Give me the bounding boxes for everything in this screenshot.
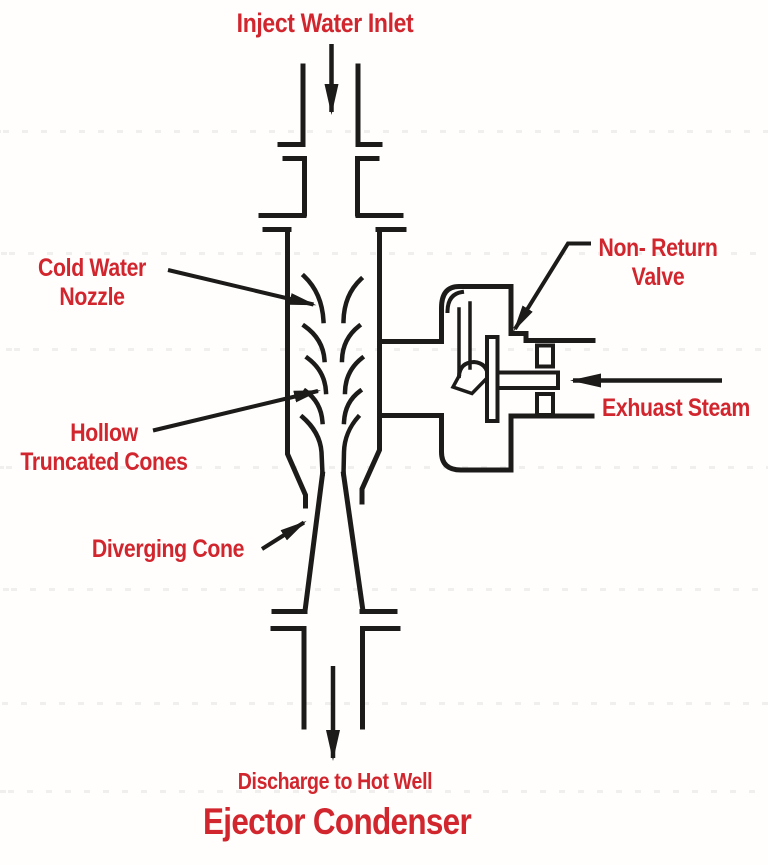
scan-noise-band bbox=[0, 252, 768, 255]
valve-body-lower-outline bbox=[377, 413, 595, 473]
cold-water-nozzle-leader-arrow bbox=[167, 268, 317, 307]
inlet-pipe bbox=[277, 63, 383, 217]
discharge-flange-lower-left bbox=[270, 626, 307, 730]
label-line: Cold Water bbox=[38, 254, 146, 282]
discharge-flange-lower-right bbox=[360, 626, 401, 730]
valve-inner-corner-arc bbox=[445, 289, 465, 314]
label-line: Hollow bbox=[70, 419, 138, 447]
diverging-cone-right bbox=[340, 471, 366, 614]
cone-curve bbox=[341, 413, 362, 477]
cone-curve bbox=[299, 413, 325, 477]
non-return-valve-leader-arrow bbox=[513, 241, 591, 332]
cone-curve bbox=[339, 322, 363, 363]
label-line: Valve bbox=[631, 263, 685, 291]
non-return-valve-body bbox=[377, 284, 596, 473]
valve-spindle bbox=[495, 370, 560, 390]
valve-flange-bolt-upper bbox=[535, 343, 555, 369]
label-non-return-valve: Non- Return Valve bbox=[598, 234, 717, 292]
cone-curve bbox=[341, 275, 365, 324]
label-line: Nozzle bbox=[59, 283, 125, 311]
label-line: Non- Return bbox=[598, 234, 718, 262]
scan-noise-band bbox=[0, 130, 768, 133]
hollow-truncated-cones-curves bbox=[299, 272, 366, 477]
label-exhaust-steam: Exhuast Steam bbox=[602, 394, 750, 422]
scan-noise-band bbox=[0, 466, 768, 469]
diverging-cone-leader-arrow bbox=[260, 520, 307, 551]
body-left-wall bbox=[285, 227, 308, 509]
diverging-cone-left bbox=[302, 471, 326, 614]
label-line: Truncated Cones bbox=[20, 448, 188, 476]
body-top-flange bbox=[258, 213, 407, 232]
label-inject-water-inlet: Inject Water Inlet bbox=[236, 8, 414, 38]
diagram-title: Ejector Condenser bbox=[202, 801, 472, 842]
diverging-cone-outline bbox=[302, 471, 366, 614]
body-right-wall bbox=[359, 227, 382, 505]
valve-body-upper-outline bbox=[377, 284, 596, 344]
hollow-truncated-cones-leader-arrow bbox=[152, 389, 321, 433]
cone-curve bbox=[301, 322, 327, 363]
label-diverging-cone: Diverging Cone bbox=[91, 535, 245, 563]
scan-noise-band bbox=[0, 348, 768, 351]
cone-curve bbox=[342, 354, 366, 395]
cone-curve bbox=[304, 354, 329, 395]
scan-noise-band bbox=[0, 790, 768, 793]
scan-noise-band bbox=[0, 702, 768, 705]
scan-noise-band bbox=[0, 588, 768, 591]
cone-curve bbox=[341, 387, 364, 425]
label-cold-water-nozzle: Cold Water Nozzle bbox=[38, 254, 146, 312]
inlet-flange-lower-right bbox=[355, 156, 380, 217]
valve-poppet-seat bbox=[450, 373, 491, 396]
discharge-pipe bbox=[270, 609, 401, 730]
valve-flange-bolt-lower bbox=[535, 392, 555, 417]
label-hollow-truncated-cones: Hollow Truncated Cones bbox=[20, 419, 188, 477]
cone-curve bbox=[300, 272, 326, 324]
inlet-flange-lower-left bbox=[282, 156, 307, 217]
condenser-body bbox=[285, 227, 382, 509]
valve-poppet-dome bbox=[456, 359, 491, 379]
label-discharge-to-hot-well: Discharge to Hot Well bbox=[237, 768, 433, 794]
cone-curve bbox=[302, 387, 325, 425]
